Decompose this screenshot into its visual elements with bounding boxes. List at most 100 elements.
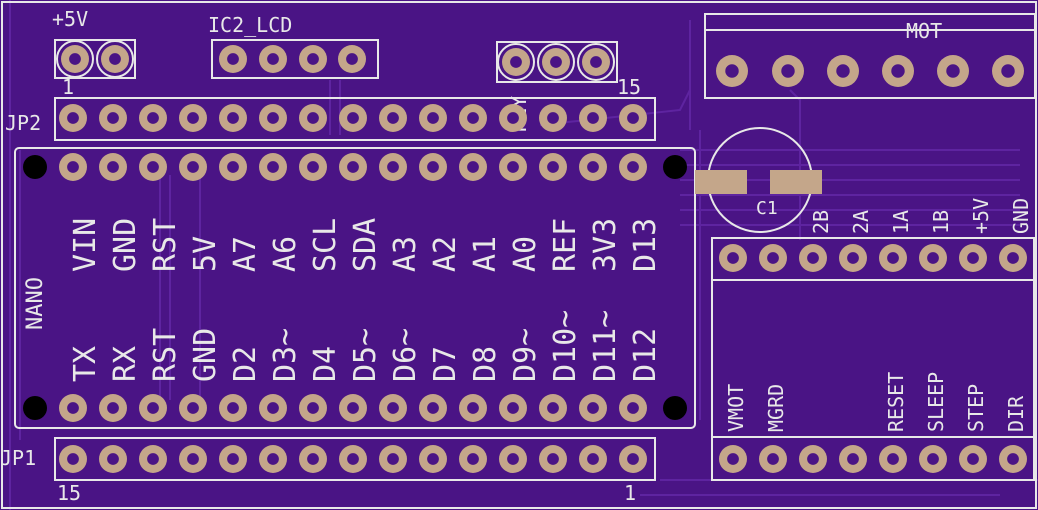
jp1-label: JP1 — [0, 446, 36, 470]
driver-top-pin-label: 2A — [849, 210, 873, 234]
driver-top-pin-label: GND — [1009, 198, 1033, 234]
jp2-pad — [219, 104, 247, 132]
jp1-pad — [419, 445, 447, 473]
jp2-pad — [579, 104, 607, 132]
jp1-pad — [59, 445, 87, 473]
driver-top-pad — [879, 244, 907, 272]
nano-bottom-pad — [419, 394, 447, 422]
nano-bottom-pad — [379, 394, 407, 422]
ic2-lcd-pad — [338, 45, 366, 73]
driver-bottom-pin-label: STEP — [964, 384, 988, 432]
jp1-pad — [139, 445, 167, 473]
driver-top-pad — [799, 244, 827, 272]
driver-top-pin-label: 1B — [929, 210, 953, 234]
key-pad — [542, 48, 570, 76]
c1-pad — [770, 170, 822, 194]
nano-top-pad — [539, 153, 567, 181]
key-pad-outline — [577, 43, 615, 81]
key-pad — [582, 48, 610, 76]
driver-top-pad — [839, 244, 867, 272]
plus5v-pad — [101, 45, 129, 73]
nano-bottom-pad — [619, 394, 647, 422]
jp2-pin1-label: 1 — [62, 75, 74, 99]
driver-bottom-pad — [959, 445, 987, 473]
nano-bottom-pad — [499, 394, 527, 422]
jp2-pad — [499, 104, 527, 132]
nano-top-pin-label: GND — [108, 218, 143, 272]
mot-connector: MOT — [704, 13, 1036, 99]
jp2-pin15-label: 15 — [617, 75, 641, 99]
jp2-pad — [299, 104, 327, 132]
nano-top-pin-label: A2 — [428, 236, 463, 272]
c1-pad — [695, 170, 747, 194]
nano-top-pad — [99, 153, 127, 181]
driver-top-pad — [759, 244, 787, 272]
nano-top-pin-label: REF — [548, 218, 583, 272]
driver-bottom-pin-label: DIR — [1004, 395, 1028, 432]
jp2-label: JP2 — [5, 111, 41, 135]
nano-top-pin-label: A0 — [508, 236, 543, 272]
nano-bottom-pad — [99, 394, 127, 422]
driver-bottom-pad — [879, 445, 907, 473]
ic2-lcd-label: IC2_LCD — [208, 13, 292, 37]
jp1-pad — [379, 445, 407, 473]
nano-top-pad — [619, 153, 647, 181]
nano-top-pad — [299, 153, 327, 181]
driver-bottom-pad — [919, 445, 947, 473]
nano-bottom-pad — [259, 394, 287, 422]
ic2-lcd-pad — [259, 45, 287, 73]
driver-top-pin-label: +5V — [969, 198, 993, 234]
jp1-pad — [179, 445, 207, 473]
nano-label: NANO — [23, 277, 48, 330]
nano-bottom-pad — [579, 394, 607, 422]
nano-module: NANO — [14, 147, 696, 429]
driver-bottom-pad — [719, 445, 747, 473]
ic2-lcd-connector: IC2_LCD — [208, 13, 379, 79]
jp1-pin1-label: 1 — [624, 481, 636, 505]
nano-top-pad — [179, 153, 207, 181]
jp2-pad — [59, 104, 87, 132]
jp2-pad — [99, 104, 127, 132]
nano-top-pad — [259, 153, 287, 181]
nano-bottom-pin-label: D10~ — [548, 310, 583, 382]
plus5v-label: +5V — [52, 7, 88, 31]
nano-bottom-pin-label: D3~ — [268, 328, 303, 382]
nano-top-pin-label: VIN — [68, 218, 103, 272]
jp2-header: JP2 1 15 — [5, 75, 656, 141]
jp2-pad — [619, 104, 647, 132]
jp1-pad — [459, 445, 487, 473]
nano-bottom-pin-label: D9~ — [508, 328, 543, 382]
nano-bottom-pin-label: RX — [108, 346, 143, 382]
nano-bottom-pin-label: D12 — [628, 328, 663, 382]
driver-bottom-pad — [999, 445, 1027, 473]
nano-top-pad — [499, 153, 527, 181]
nano-bottom-pad — [219, 394, 247, 422]
jp2-pad — [419, 104, 447, 132]
nano-top-pin-label: A7 — [228, 236, 263, 272]
nano-top-pad — [459, 153, 487, 181]
nano-bottom-pin-label: D6~ — [388, 328, 423, 382]
nano-top-pin-label: A1 — [468, 236, 503, 272]
jp2-pad — [459, 104, 487, 132]
nano-mount-hole — [663, 155, 687, 179]
mot-pad — [992, 55, 1024, 87]
driver-top-pad — [999, 244, 1027, 272]
driver-top-pad — [919, 244, 947, 272]
jp1-pad — [499, 445, 527, 473]
driver-bottom-pad — [799, 445, 827, 473]
nano-top-pad — [219, 153, 247, 181]
nano-bottom-pin-label: D5~ — [348, 328, 383, 382]
ic2-lcd-pad — [219, 45, 247, 73]
nano-top-pad — [139, 153, 167, 181]
nano-top-pin-label: RST — [148, 218, 183, 272]
jp1-pad — [299, 445, 327, 473]
nano-bottom-pin-label: D8 — [468, 346, 503, 382]
nano-top-pin-label: A3 — [388, 236, 423, 272]
c1-label: C1 — [756, 198, 778, 219]
driver-top-pad — [959, 244, 987, 272]
driver-bottom-pad — [839, 445, 867, 473]
nano-bottom-pad — [59, 394, 87, 422]
mot-pad — [882, 55, 914, 87]
